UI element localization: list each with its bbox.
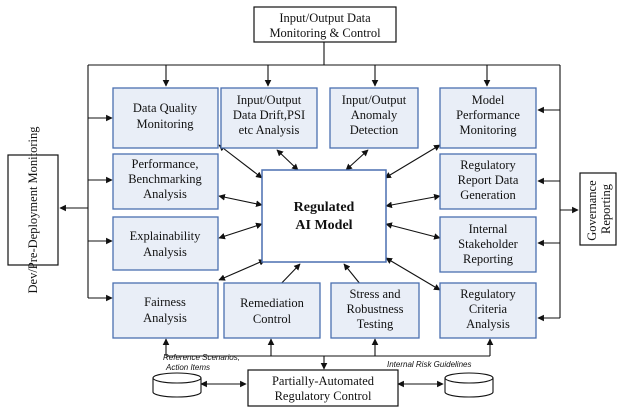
stress-line-2: Robustness bbox=[347, 302, 404, 316]
module-data-quality: Data Quality Monitoring bbox=[112, 87, 219, 149]
model-perf-line-1: Model bbox=[472, 93, 505, 107]
stakeholder-line-1: Internal bbox=[469, 222, 508, 236]
remediation-line-1: Remediation bbox=[240, 296, 305, 310]
dev-pre-deployment-label: Dev/Pre-Deployment Monitoring bbox=[26, 126, 40, 294]
benchmark-line-1: Performance, bbox=[132, 157, 199, 171]
regulated-ai-model-box: Regulated AI Model bbox=[261, 169, 387, 263]
reg-report-line-1: Regulatory bbox=[460, 158, 516, 172]
module-stakeholder-reporting: Internal Stakeholder Reporting bbox=[439, 216, 537, 273]
stress-line-3: Testing bbox=[357, 317, 394, 331]
connectors bbox=[59, 42, 579, 388]
module-regulatory-report: Regulatory Report Data Generation bbox=[439, 153, 537, 210]
anomaly-line-1: Input/Output bbox=[342, 93, 407, 107]
module-remediation: Remediation Control bbox=[223, 282, 321, 339]
note-action-items: Action Items bbox=[165, 363, 210, 372]
note-internal-risk: Internal Risk Guidelines bbox=[387, 360, 471, 369]
model-perf-line-2: Performance bbox=[456, 108, 520, 122]
io-monitoring-line-2: Monitoring & Control bbox=[269, 26, 381, 40]
partially-automated-control-box: Partially-Automated Regulatory Control bbox=[247, 369, 399, 407]
module-fairness: Fairness Analysis bbox=[112, 282, 219, 339]
io-monitoring-control-box: Input/Output Data Monitoring & Control bbox=[253, 6, 397, 43]
explainability-line-1: Explainability bbox=[130, 229, 202, 243]
data-drift-line-1: Input/Output bbox=[237, 93, 302, 107]
bottom-line-1: Partially-Automated bbox=[272, 374, 375, 388]
fairness-line-1: Fairness bbox=[144, 295, 186, 309]
module-stress-robustness: Stress and Robustness Testing bbox=[330, 282, 420, 339]
database-icon-left bbox=[152, 372, 202, 398]
data-drift-line-2: Data Drift,PSI bbox=[233, 108, 305, 122]
benchmark-line-2: Benchmarking bbox=[128, 172, 202, 186]
io-monitoring-line-1: Input/Output Data bbox=[279, 11, 371, 25]
reg-criteria-line-2: Criteria bbox=[469, 302, 508, 316]
stress-line-1: Stress and bbox=[349, 287, 401, 301]
module-anomaly-detection: Input/Output Anomaly Detection bbox=[329, 87, 419, 149]
remediation-line-2: Control bbox=[253, 312, 292, 326]
reg-report-line-2: Report Data bbox=[458, 173, 519, 187]
stakeholder-line-2: Stakeholder bbox=[458, 237, 519, 251]
module-explainability: Explainability Analysis bbox=[112, 216, 219, 271]
fairness-line-2: Analysis bbox=[143, 311, 187, 325]
note-reference-scenarios: Reference Scenarios, bbox=[163, 353, 240, 362]
reg-criteria-line-1: Regulatory bbox=[460, 287, 516, 301]
data-drift-line-3: etc Analysis bbox=[239, 123, 300, 137]
dev-pre-deployment-box: Dev/Pre-Deployment Monitoring bbox=[7, 126, 59, 294]
module-model-performance: Model Performance Monitoring bbox=[439, 87, 537, 149]
stakeholder-line-3: Reporting bbox=[463, 252, 514, 266]
governance-reporting-label: Governance Reporting bbox=[585, 177, 613, 241]
governance-line-2: Reporting bbox=[599, 183, 613, 234]
center-line-1: Regulated bbox=[294, 200, 355, 215]
database-icon-right bbox=[444, 372, 494, 398]
governance-reporting-box bbox=[579, 172, 617, 246]
model-perf-line-3: Monitoring bbox=[460, 123, 518, 137]
explainability-line-2: Analysis bbox=[143, 245, 187, 259]
anomaly-line-3: Detection bbox=[350, 123, 399, 137]
data-quality-line-1: Data Quality bbox=[133, 101, 198, 115]
data-quality-line-2: Monitoring bbox=[137, 117, 195, 131]
anomaly-line-2: Anomaly bbox=[351, 108, 398, 122]
center-line-2: AI Model bbox=[295, 218, 352, 233]
benchmark-line-3: Analysis bbox=[143, 187, 187, 201]
reg-criteria-line-3: Analysis bbox=[466, 317, 510, 331]
module-benchmarking: Performance, Benchmarking Analysis bbox=[112, 153, 219, 210]
bottom-line-2: Regulatory Control bbox=[275, 389, 372, 403]
governance-line-1: Governance bbox=[585, 180, 599, 241]
reg-report-line-3: Generation bbox=[460, 188, 516, 202]
module-regulatory-criteria: Regulatory Criteria Analysis bbox=[439, 282, 537, 339]
module-data-drift: Input/Output Data Drift,PSI etc Analysis bbox=[220, 87, 318, 149]
